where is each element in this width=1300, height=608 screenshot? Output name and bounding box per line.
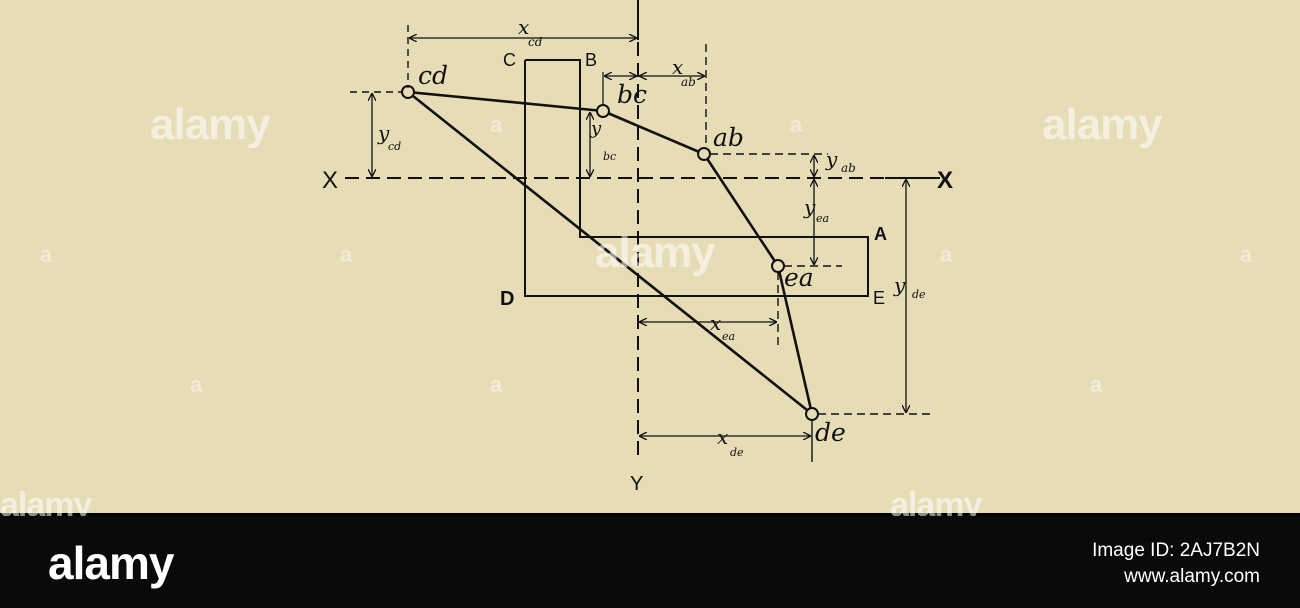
dim-label-x-ea: x: [710, 311, 721, 335]
section-diagram: X X Y C B A E D cd bc ab ea de x cd x ab…: [322, 0, 953, 495]
watermark-a-4: a: [340, 242, 353, 267]
watermark-a-2: a: [790, 112, 803, 137]
watermark-a-5: a: [940, 242, 953, 267]
dim-label-y-ea-sub: ea: [816, 212, 829, 225]
watermark-right: alamy: [1042, 100, 1163, 149]
watermark-a-8: a: [490, 372, 503, 397]
vertex-label-bc: bc: [617, 80, 647, 109]
corner-label-d: D: [500, 288, 514, 310]
dim-label-y-cd: y: [377, 121, 390, 145]
dim-label-x-ab: x: [672, 55, 683, 79]
watermark-a-9: a: [1090, 372, 1103, 397]
dim-label-y-de-sub: de: [912, 288, 926, 301]
image-id-text: Image ID: 2AJ7B2N: [1092, 540, 1260, 561]
stock-footer-bar: [0, 516, 1300, 608]
dim-label-y-bc-sub: bc: [603, 150, 616, 163]
corner-label-b: B: [585, 50, 597, 70]
vertex-label-de: de: [815, 418, 846, 447]
vertex-ab-point: [697, 147, 711, 161]
kern-polygon: [407, 90, 814, 416]
dim-label-y-ab-sub: ab: [841, 161, 856, 175]
dim-label-y-bc: y: [590, 118, 602, 139]
vertex-label-ab: ab: [713, 123, 744, 152]
vertex-ea-point: [771, 259, 785, 273]
dim-label-x-cd: x: [518, 15, 529, 39]
dim-label-x-de: x: [717, 425, 728, 449]
corner-label-c: C: [503, 50, 516, 70]
watermark-left: alamy: [150, 100, 271, 149]
stock-url-text: www.alamy.com: [1124, 566, 1260, 587]
dim-label-y-cd-sub: cd: [388, 140, 401, 153]
x-axis-label-right: X: [937, 167, 953, 194]
vertex-label-ea: ea: [784, 263, 814, 292]
x-axis-label-left: X: [322, 167, 338, 194]
corner-label-e: E: [873, 288, 885, 308]
dim-label-x-ab-sub: ab: [681, 75, 696, 89]
dim-label-y-ab: y: [825, 147, 838, 171]
dim-label-x-ea-sub: ea: [722, 330, 735, 343]
dim-label-x-cd-sub: cd: [528, 35, 543, 49]
y-axis-label: Y: [630, 473, 643, 495]
vertex-bc-point: [596, 104, 610, 118]
paper-background: [0, 0, 1300, 513]
watermark-a-1: a: [490, 112, 503, 137]
vertex-label-cd: cd: [418, 61, 448, 90]
stock-logo: alamy: [48, 537, 174, 589]
dim-label-y-ea: y: [803, 195, 816, 219]
watermark-center: alamy: [595, 228, 716, 277]
corner-label-a: A: [874, 224, 887, 244]
stock-info: Image ID: 2AJ7B2N www.alamy.com: [1092, 538, 1260, 590]
dim-label-x-de-sub: de: [730, 446, 744, 459]
dim-label-y-de: y: [893, 273, 906, 297]
watermark-a-3: a: [40, 242, 53, 267]
watermark-a-7: a: [190, 372, 203, 397]
section-outline: [524, 59, 869, 297]
watermark-a-6: a: [1240, 242, 1253, 267]
